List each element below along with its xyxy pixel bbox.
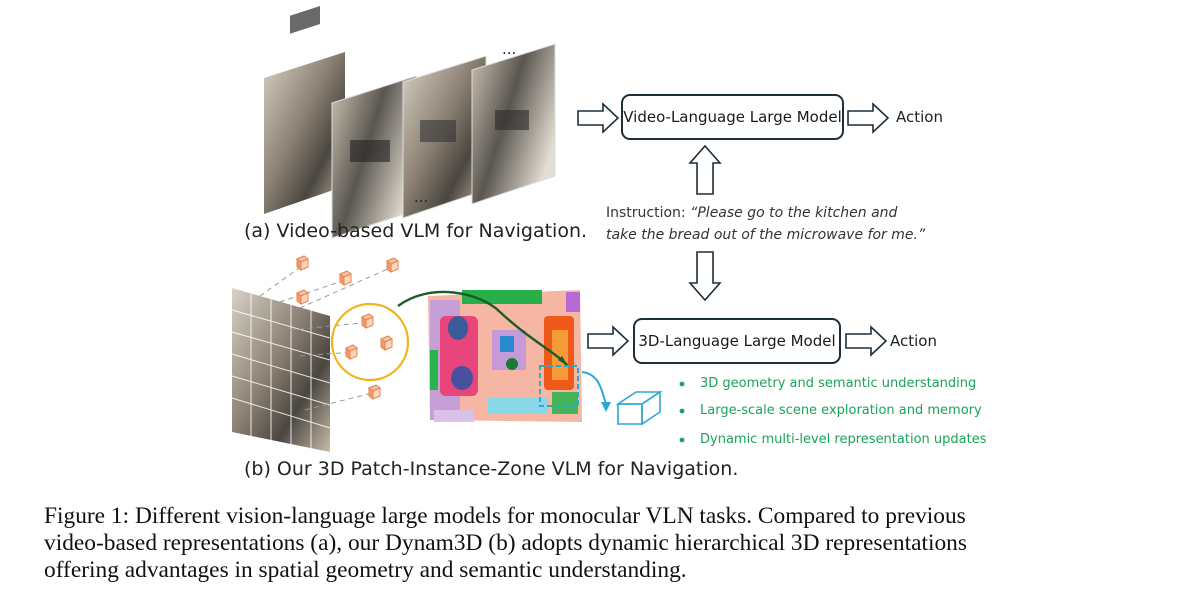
figure-diagram <box>231 6 890 452</box>
video-frame <box>471 43 556 205</box>
panel-b-label: (b) Our 3D Patch-Instance-Zone VLM for N… <box>244 458 739 480</box>
instruction-prefix: Instruction: <box>606 205 691 221</box>
ellipsis-bottom: ... <box>414 188 429 206</box>
advantage-2: Large-scale scene exploration and memory <box>700 403 982 418</box>
instruction-text-2: take the bread out of the microwave for … <box>606 227 926 243</box>
caption-line-3: offering advantages in spatial geometry … <box>44 557 687 583</box>
video-frames <box>264 6 556 239</box>
instruction-line-1: Instruction: “Please go to the kitchen a… <box>606 205 897 221</box>
action-label-b: Action <box>890 332 937 350</box>
zone-cube <box>615 390 663 426</box>
trajectory-path <box>397 290 569 367</box>
ellipsis-top: ... <box>502 40 517 58</box>
semantic-map <box>428 290 582 422</box>
instance-circle <box>330 302 410 382</box>
advantage-3: Dynamic multi-level representation updat… <box>700 432 987 447</box>
arrow-to-video-model <box>577 102 620 134</box>
panel-a-label: (a) Video-based VLM for Navigation. <box>244 220 588 242</box>
arrow-to-action-a <box>847 102 890 134</box>
patch-grid-frame <box>231 288 331 452</box>
video-frame <box>331 75 417 239</box>
arrow-instruction-down <box>688 251 722 302</box>
figure-caption: Figure 1: Different vision-language larg… <box>44 503 1174 584</box>
video-frame <box>402 55 487 219</box>
advantage-bullets <box>679 381 685 443</box>
zone-highlight <box>539 365 579 407</box>
projection-lines <box>259 263 393 411</box>
advantage-1: 3D geometry and semantic understanding <box>700 376 977 391</box>
caption-line-1: Figure 1: Different vision-language larg… <box>44 503 966 529</box>
instruction-text-1: “Please go to the kitchen and <box>690 205 898 221</box>
arrow-to-action-b <box>845 325 888 357</box>
caption-line-2: video-based representations (a), our Dyn… <box>44 530 967 556</box>
video-frame <box>264 6 345 214</box>
video-language-model-box: Video-Language Large Model <box>621 94 844 140</box>
arrow-instruction-up <box>688 144 722 195</box>
action-label-a: Action <box>896 108 943 126</box>
3d-language-model-box: 3D-Language Large Model <box>633 318 841 364</box>
instruction-line-2: take the bread out of the microwave for … <box>606 227 925 243</box>
arrow-to-3d-model <box>587 325 630 357</box>
